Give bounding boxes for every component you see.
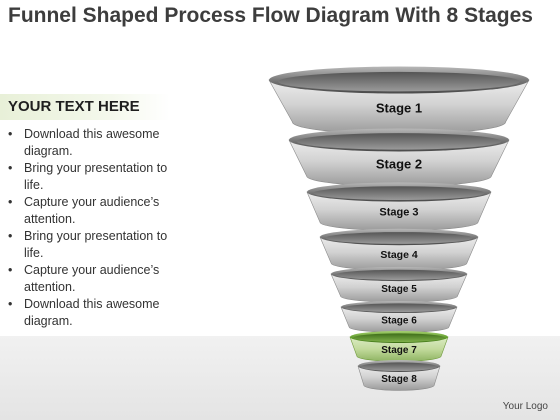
stage-label: Stage 2 — [376, 156, 422, 171]
stage-band — [357, 365, 441, 391]
bullet-item: Capture your audience’s attention. — [8, 194, 188, 228]
funnel-stage: Stage 8 — [357, 360, 441, 391]
stage-opening — [313, 186, 485, 201]
stage-opening — [296, 133, 502, 150]
bullet-list: Download this awesome diagram. Bring you… — [8, 126, 188, 330]
text-panel-header: YOUR TEXT HERE — [0, 94, 170, 120]
stage-label: Stage 8 — [381, 374, 417, 385]
stage-opening — [278, 71, 520, 92]
funnel-stage: Stage 2 — [288, 128, 510, 187]
funnel-stage: Stage 4 — [319, 228, 479, 271]
bullet-item: Download this awesome diagram. — [8, 126, 188, 160]
stage-label: Stage 1 — [376, 100, 422, 115]
stage-opening — [325, 232, 473, 244]
funnel-stage: Stage 3 — [306, 182, 492, 231]
stage-opening — [353, 333, 445, 343]
logo-text: Your Logo — [502, 401, 548, 412]
stage-label: Stage 4 — [380, 249, 418, 261]
background-bottom-band — [0, 336, 560, 420]
bullet-item: Capture your audience’s attention. — [8, 262, 188, 296]
funnel-stage: Stage 6 — [340, 300, 458, 333]
bullet-item: Download this awesome diagram. — [8, 296, 188, 330]
stage-opening — [360, 362, 438, 372]
stage-label: Stage 7 — [381, 345, 417, 356]
bullet-item: Bring your presentation to life. — [8, 228, 188, 262]
stage-label: Stage 5 — [381, 284, 417, 295]
stage-opening — [345, 303, 453, 313]
funnel-stage: Stage 5 — [330, 266, 468, 303]
bullet-item: Bring your presentation to life. — [8, 160, 188, 194]
text-panel-header-label: YOUR TEXT HERE — [8, 98, 140, 115]
stage-label: Stage 3 — [379, 207, 418, 219]
stage-opening — [335, 269, 463, 280]
stage-label: Stage 6 — [381, 316, 417, 327]
funnel-stage: Stage 7 — [349, 331, 449, 362]
page-title: Funnel Shaped Process Flow Diagram With … — [8, 4, 533, 27]
funnel-stage: Stage 1 — [268, 66, 530, 135]
